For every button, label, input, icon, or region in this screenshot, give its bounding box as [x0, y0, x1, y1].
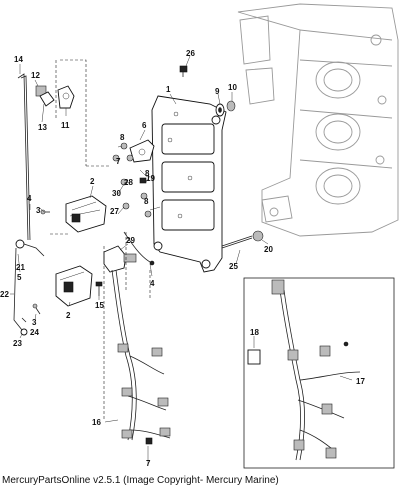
- hose-22: [13, 247, 28, 336]
- callout-8: 8: [144, 197, 149, 206]
- callout-4: 4: [150, 279, 155, 288]
- callout-23: 23: [13, 339, 22, 348]
- screw-3-lower: [32, 303, 41, 315]
- line-14: [17, 73, 31, 241]
- fittings-11-12-13: [35, 85, 75, 109]
- callout-27: 27: [110, 207, 119, 216]
- callout-17: 17: [356, 377, 365, 386]
- harness-17: [271, 279, 361, 461]
- callout-25: 25: [229, 262, 238, 271]
- fasteners-center: [112, 142, 152, 218]
- nut-10: [226, 100, 236, 112]
- fitting-21: [15, 239, 45, 257]
- callout-10: 10: [228, 83, 237, 92]
- bracket-6: [129, 139, 155, 163]
- module-2-upper: [65, 195, 107, 233]
- callout-3: 3: [32, 318, 37, 327]
- leader-lines: [10, 55, 353, 464]
- bolt-25: [221, 235, 253, 249]
- callout-3: 3: [36, 206, 41, 215]
- callout-8: 8: [120, 133, 125, 142]
- callout-4: 4: [27, 194, 32, 203]
- image-caption: MercuryPartsOnline v2.5.1 (Image Copyrig…: [2, 475, 279, 486]
- callout-labels: 1 2 2 3 3 4 4 5 6 7 7 8 8 8 9 10 11 12 1…: [0, 49, 365, 468]
- nut-20: [252, 230, 264, 242]
- callout-21: 21: [16, 263, 25, 272]
- callout-24: 24: [30, 328, 39, 337]
- callout-12: 12: [31, 71, 40, 80]
- callout-7: 7: [146, 459, 151, 468]
- lead-4: [123, 231, 155, 266]
- callout-2: 2: [66, 311, 71, 320]
- callout-14: 14: [14, 55, 23, 64]
- harness-16: [111, 269, 171, 445]
- inset-box: [243, 277, 395, 469]
- callout-11: 11: [61, 121, 70, 130]
- callout-5: 5: [17, 273, 22, 282]
- callout-30: 30: [112, 189, 121, 198]
- callout-13: 13: [38, 123, 47, 132]
- module-2-lower: [55, 265, 93, 307]
- callout-16: 16: [92, 418, 101, 427]
- engine-block: [237, 3, 399, 237]
- fastener-26: [179, 65, 188, 77]
- callout-26: 26: [186, 49, 195, 58]
- callout-19: 19: [146, 174, 155, 183]
- screw-3-upper: [40, 209, 50, 215]
- washer-9: [215, 103, 225, 117]
- callout-22: 22: [0, 290, 9, 299]
- callout-28: 28: [124, 178, 133, 187]
- callout-2: 2: [90, 177, 95, 186]
- part-18: [247, 349, 261, 365]
- mounting-plate: [151, 95, 227, 273]
- callout-20: 20: [264, 245, 273, 254]
- callout-18: 18: [250, 328, 259, 337]
- callout-6: 6: [142, 121, 147, 130]
- callout-29: 29: [126, 236, 135, 245]
- callout-1: 1: [166, 85, 171, 94]
- callout-8: 8: [145, 169, 150, 178]
- callout-7: 7: [116, 157, 121, 166]
- screw-24: [21, 317, 27, 323]
- callout-15: 15: [95, 301, 104, 310]
- callout-9: 9: [215, 87, 220, 96]
- fastener-15: [95, 281, 103, 296]
- dashed-leaders: [50, 59, 151, 420]
